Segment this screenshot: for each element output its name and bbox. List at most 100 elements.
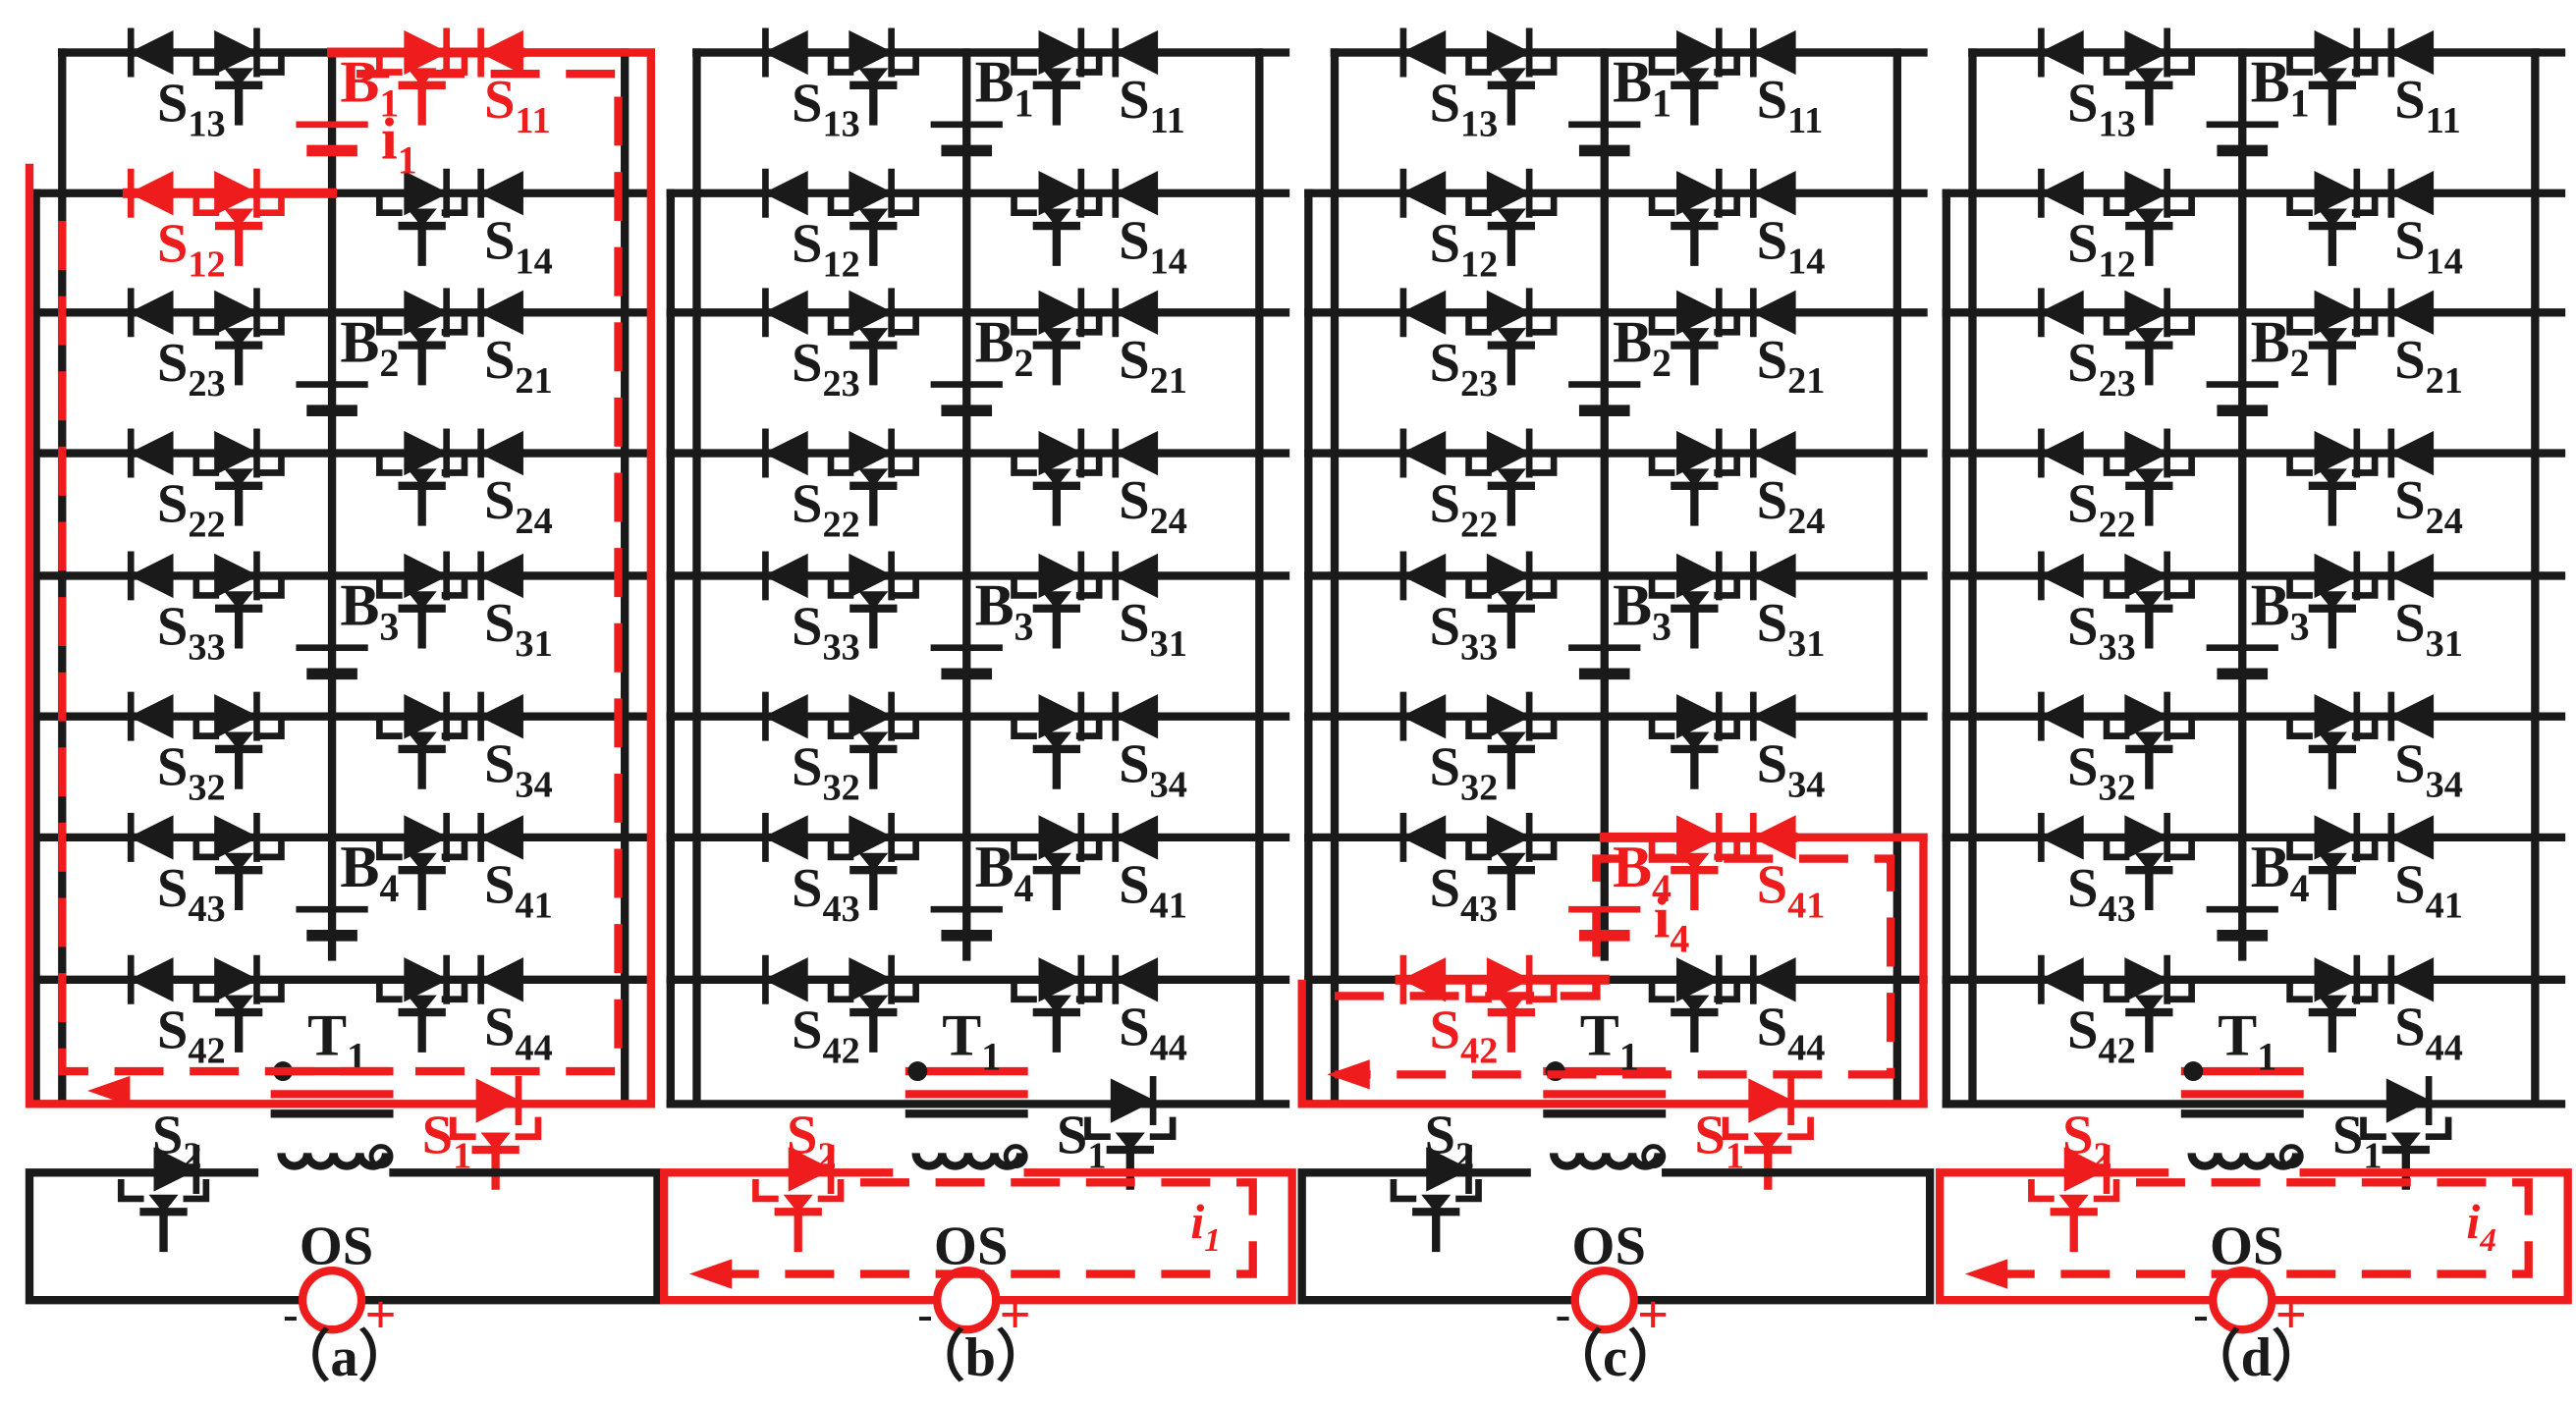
diode-symbol <box>763 29 808 76</box>
mosfet-lead <box>441 575 468 599</box>
diode-symbol <box>2039 693 2084 739</box>
mosfet-lead <box>441 453 468 476</box>
label-B4-subscript: 4 <box>2290 866 2310 910</box>
diode-symbol <box>2314 290 2359 335</box>
mosfet-body-diode <box>2317 328 2347 347</box>
label-S32-base: S <box>792 737 822 798</box>
diode-symbol <box>2388 171 2435 216</box>
diode-symbol <box>763 290 808 335</box>
diode-symbol <box>478 430 523 476</box>
mosfet-lead <box>1084 1116 1111 1140</box>
label-S41-subscript: 41 <box>1787 885 1825 926</box>
label-S44-base: S <box>2394 997 2425 1057</box>
label-S14: S14 <box>484 210 553 282</box>
mosfet-lead <box>2286 716 2313 739</box>
mosfet-lead <box>1648 52 1675 76</box>
label-B2-subscript: 2 <box>379 341 399 385</box>
mosfet-lead <box>192 575 220 599</box>
mosfet-lead <box>2360 1116 2386 1140</box>
label-S33-subscript: 33 <box>188 626 225 668</box>
label-S1-base: S <box>2332 1105 2363 1165</box>
mosfet-lead <box>817 1178 845 1203</box>
mosfet-body-diode <box>1679 731 1710 751</box>
label-B4-subscript: 4 <box>1652 866 1672 910</box>
switch-S33 <box>192 575 285 649</box>
mosfet-lead <box>893 716 919 739</box>
diode-symbol <box>1486 693 1532 739</box>
diode-symbol <box>129 553 174 599</box>
label-S24-base: S <box>1119 470 1149 531</box>
mosfet-lead <box>1390 1178 1417 1203</box>
os-current-subscript: 1 <box>1204 1222 1221 1259</box>
mosfet-body-diode <box>858 208 889 228</box>
label-B1-base: B <box>340 49 379 114</box>
label-B3-base: B <box>2251 572 2290 637</box>
mosfet-body-diode <box>1679 995 1710 1014</box>
diode-symbol <box>2314 815 2359 860</box>
label-S33-subscript: 33 <box>823 626 860 668</box>
diode-symbol <box>214 171 259 216</box>
label-S32-base: S <box>157 737 188 798</box>
current-label-base: i <box>381 107 398 172</box>
label-B4-subscript: 4 <box>1014 866 1034 910</box>
label-S2-base: S <box>152 1105 183 1165</box>
switch-S23 <box>192 312 285 386</box>
mosfet-lead <box>2168 575 2195 599</box>
mosfet-lead <box>2103 52 2130 76</box>
label-S43-subscript: 43 <box>823 889 860 930</box>
mosfet-lead <box>2286 453 2313 476</box>
diode-symbol <box>1751 957 1796 1002</box>
switch-S34 <box>376 716 468 789</box>
mosfet-lead <box>1648 453 1675 476</box>
active-loop-frame <box>25 48 655 1108</box>
mosfet-lead <box>2351 312 2379 336</box>
label-S12-base: S <box>1430 214 1460 275</box>
label-S33-base: S <box>157 596 188 657</box>
label-S2-base: S <box>1425 1105 1455 1165</box>
diode-symbol <box>1113 29 1159 76</box>
mosfet-body-diode <box>480 1132 511 1152</box>
battery-B2 <box>296 381 368 417</box>
label-S11-base: S <box>1757 70 1787 131</box>
mosfet-body-diode <box>1421 1194 1452 1214</box>
mosfet-body-diode <box>783 1194 813 1214</box>
label-S22-base: S <box>1430 473 1460 534</box>
switch-S42 <box>2103 979 2195 1053</box>
battery-B4 <box>930 905 1003 942</box>
source-plus: + <box>1637 1285 1669 1346</box>
diode-symbol <box>2039 29 2084 76</box>
label-B1: B1 <box>340 49 399 125</box>
diode-symbol <box>2314 553 2359 599</box>
label-OS: OS <box>300 1216 374 1277</box>
switch-S1 <box>1722 1116 1814 1190</box>
mosfet-body-diode <box>858 68 889 87</box>
label-S44: S44 <box>1119 997 1187 1068</box>
mosfet-body-diode <box>407 328 437 347</box>
label-S42: S42 <box>157 1000 226 1072</box>
label-S42-subscript: 42 <box>1460 1031 1498 1072</box>
label-S13-subscript: 13 <box>823 103 860 144</box>
switch-S14 <box>376 192 468 266</box>
switch-S12 <box>1465 192 1558 266</box>
mosfet-body-diode <box>407 852 437 872</box>
mosfet-lead <box>1149 1116 1177 1140</box>
switch-S34 <box>1648 716 1740 789</box>
diode-symbol <box>478 815 523 860</box>
diode-symbol <box>849 553 894 599</box>
mosfet-body-diode <box>1753 1132 1783 1152</box>
mosfet-lead <box>1530 575 1558 599</box>
label-S43: S43 <box>792 858 860 930</box>
diode-symbol <box>1676 553 1722 599</box>
label-S43-base: S <box>2067 858 2098 919</box>
diode-symbol <box>1038 430 1083 476</box>
switch-S14 <box>1648 192 1740 266</box>
transformer-dot <box>1003 1144 1028 1169</box>
switch-S44 <box>2286 979 2379 1053</box>
label-S43: S43 <box>157 858 226 930</box>
label-S33: S33 <box>792 596 860 668</box>
mosfet-lead <box>2351 837 2379 861</box>
mosfet-body-diode <box>2134 208 2165 228</box>
label-S23-base: S <box>1430 333 1460 394</box>
